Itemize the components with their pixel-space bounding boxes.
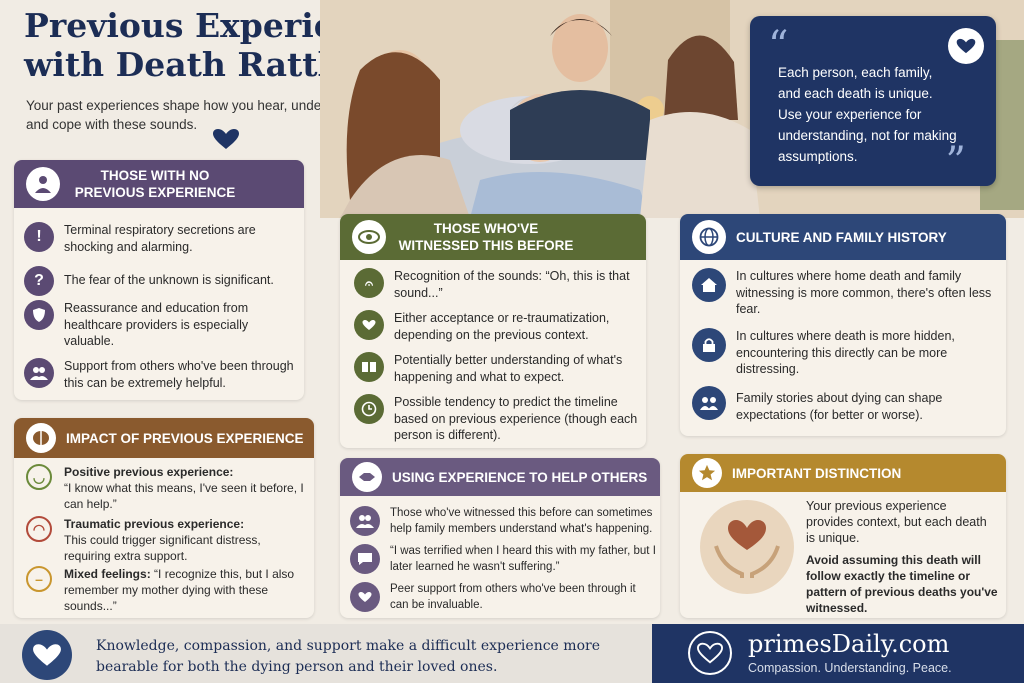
- item-text: Terminal respiratory secretions are shoc…: [64, 223, 256, 254]
- handshake-icon: [352, 462, 382, 492]
- item-text: Traumatic previous experience:This could…: [64, 517, 261, 563]
- distinction-text: Your previous experience provides contex…: [806, 499, 987, 545]
- question-icon: ?: [24, 266, 54, 296]
- item-text: The fear of the unknown is significant.: [64, 273, 274, 287]
- item-text: Recognition of the sounds: “Oh, this is …: [394, 269, 630, 300]
- item-text: Positive previous experience:“I know wha…: [64, 465, 304, 511]
- quote-box: “ Each person, each family, and each dea…: [750, 16, 996, 186]
- family-icon: [692, 386, 726, 420]
- heart-icon: [213, 129, 239, 149]
- item-text: Potentially better understanding of what…: [394, 353, 623, 384]
- heart-icon: [948, 28, 984, 64]
- list-item: In cultures where death is more hidden, …: [692, 328, 998, 378]
- item-text: In cultures where home death and family …: [736, 269, 992, 316]
- open-quote-icon: “: [768, 23, 789, 69]
- heart-hands-icon: [350, 582, 380, 612]
- list-item: Family stories about dying can shape exp…: [692, 386, 998, 423]
- clock-icon: [354, 394, 384, 424]
- quote-text: Each person, each family, and each death…: [778, 65, 957, 164]
- item-text: Either acceptance or re-traumatization, …: [394, 311, 610, 342]
- list-item: Reassurance and education from healthcar…: [24, 300, 294, 350]
- card-distinction: IMPORTANT DISTINCTION Your previous expe…: [680, 454, 1006, 618]
- card-no-experience: THOSE WITH NO PREVIOUS EXPERIENCE ! Term…: [14, 160, 304, 400]
- list-item: – Mixed feelings: “I recognize this, but…: [26, 566, 306, 614]
- list-item: In cultures where home death and family …: [692, 268, 998, 318]
- item-text: In cultures where death is more hidden, …: [736, 329, 955, 376]
- card-title: THOSE WHO'VE WITNESSED THIS BEFORE: [398, 221, 574, 253]
- list-item: “I was terrified when I heard this with …: [350, 544, 656, 575]
- page-subtitle: Your past experiences shape how you hear…: [26, 98, 363, 132]
- list-item: Either acceptance or re-traumatization, …: [354, 310, 638, 343]
- card-witnessed: THOSE WHO'VE WITNESSED THIS BEFORE 𝄐 Rec…: [340, 214, 646, 448]
- item-text: Mixed feelings: “I recognize this, but I…: [64, 567, 295, 613]
- list-item: ! Terminal respiratory secretions are sh…: [24, 222, 294, 255]
- people-icon: [350, 506, 380, 536]
- person-question-icon: [26, 167, 60, 201]
- brand-tagline: Compassion. Understanding. Peace.: [748, 661, 952, 675]
- item-text: Peer support from others who've been thr…: [390, 583, 636, 611]
- lock-icon: [692, 328, 726, 362]
- item-text: “I was terrified when I heard this with …: [390, 545, 656, 573]
- close-quote-icon: ”: [945, 139, 966, 185]
- sad-face-icon: ◠: [26, 516, 52, 542]
- eye-icon: [352, 220, 386, 254]
- list-item: Potentially better understanding of what…: [354, 352, 638, 385]
- heart-icon: [354, 310, 384, 340]
- card-header: CULTURE AND FAMILY HISTORY: [680, 214, 1006, 260]
- card-title: USING EXPERIENCE TO HELP OTHERS: [392, 469, 648, 485]
- list-item: Possible tendency to predict the timelin…: [354, 394, 638, 444]
- card-culture: CULTURE AND FAMILY HISTORY In cultures w…: [680, 214, 1006, 436]
- brain-icon: [26, 423, 56, 453]
- card-title: CULTURE AND FAMILY HISTORY: [736, 229, 947, 245]
- shield-icon: [24, 300, 54, 330]
- card-title: THOSE WITH NO PREVIOUS EXPERIENCE: [74, 168, 236, 200]
- people-icon: [24, 358, 54, 388]
- heart-hands-icon: [22, 630, 72, 680]
- speech-bubble-icon: [350, 544, 380, 574]
- card-header: THOSE WITH NO PREVIOUS EXPERIENCE: [14, 160, 304, 208]
- footer-text: Knowledge, compassion, and support make …: [96, 638, 600, 675]
- ear-icon: 𝄐: [354, 268, 384, 298]
- card-impact: IMPACT OF PREVIOUS EXPERIENCE ◡ Positive…: [14, 418, 314, 618]
- card-title: IMPACT OF PREVIOUS EXPERIENCE: [66, 430, 304, 446]
- exclamation-icon: !: [24, 222, 54, 252]
- family-bedside-illustration: [320, 0, 1024, 218]
- star-icon: [692, 458, 722, 488]
- brand-bar: primesDaily.com Compassion. Understandin…: [652, 624, 1024, 683]
- item-text: Possible tendency to predict the timelin…: [394, 395, 638, 442]
- list-item: ◡ Positive previous experience:“I know w…: [26, 464, 306, 512]
- card-header: IMPORTANT DISTINCTION: [680, 454, 1006, 492]
- card-header: IMPACT OF PREVIOUS EXPERIENCE: [14, 418, 314, 458]
- brand-name[interactable]: primesDaily.com: [748, 630, 950, 658]
- item-text: Reassurance and education from healthcar…: [64, 301, 249, 348]
- globe-icon: [692, 220, 726, 254]
- house-icon: [692, 268, 726, 302]
- happy-face-icon: ◡: [26, 464, 52, 490]
- item-text: Support from others who've been through …: [64, 359, 294, 390]
- heart-hands-icon: [700, 500, 794, 594]
- card-helping: USING EXPERIENCE TO HELP OTHERS Those wh…: [340, 458, 660, 618]
- list-item: 𝄐 Recognition of the sounds: “Oh, this i…: [354, 268, 638, 301]
- list-item: Support from others who've been through …: [24, 358, 294, 391]
- brand-logo-icon: [688, 631, 732, 675]
- neutral-face-icon: –: [26, 566, 52, 592]
- distinction-bold: Avoid assuming this death will follow ex…: [806, 553, 998, 615]
- list-item: Peer support from others who've been thr…: [350, 582, 656, 613]
- card-header: USING EXPERIENCE TO HELP OTHERS: [340, 458, 660, 496]
- item-text: Those who've witnessed this before can s…: [390, 507, 653, 535]
- list-item: Those who've witnessed this before can s…: [350, 506, 656, 537]
- book-icon: [354, 352, 384, 382]
- card-header: THOSE WHO'VE WITNESSED THIS BEFORE: [340, 214, 646, 260]
- list-item: ◠ Traumatic previous experience:This cou…: [26, 516, 306, 564]
- list-item: ? The fear of the unknown is significant…: [24, 266, 294, 296]
- card-title: IMPORTANT DISTINCTION: [732, 465, 902, 481]
- item-text: Family stories about dying can shape exp…: [736, 391, 943, 422]
